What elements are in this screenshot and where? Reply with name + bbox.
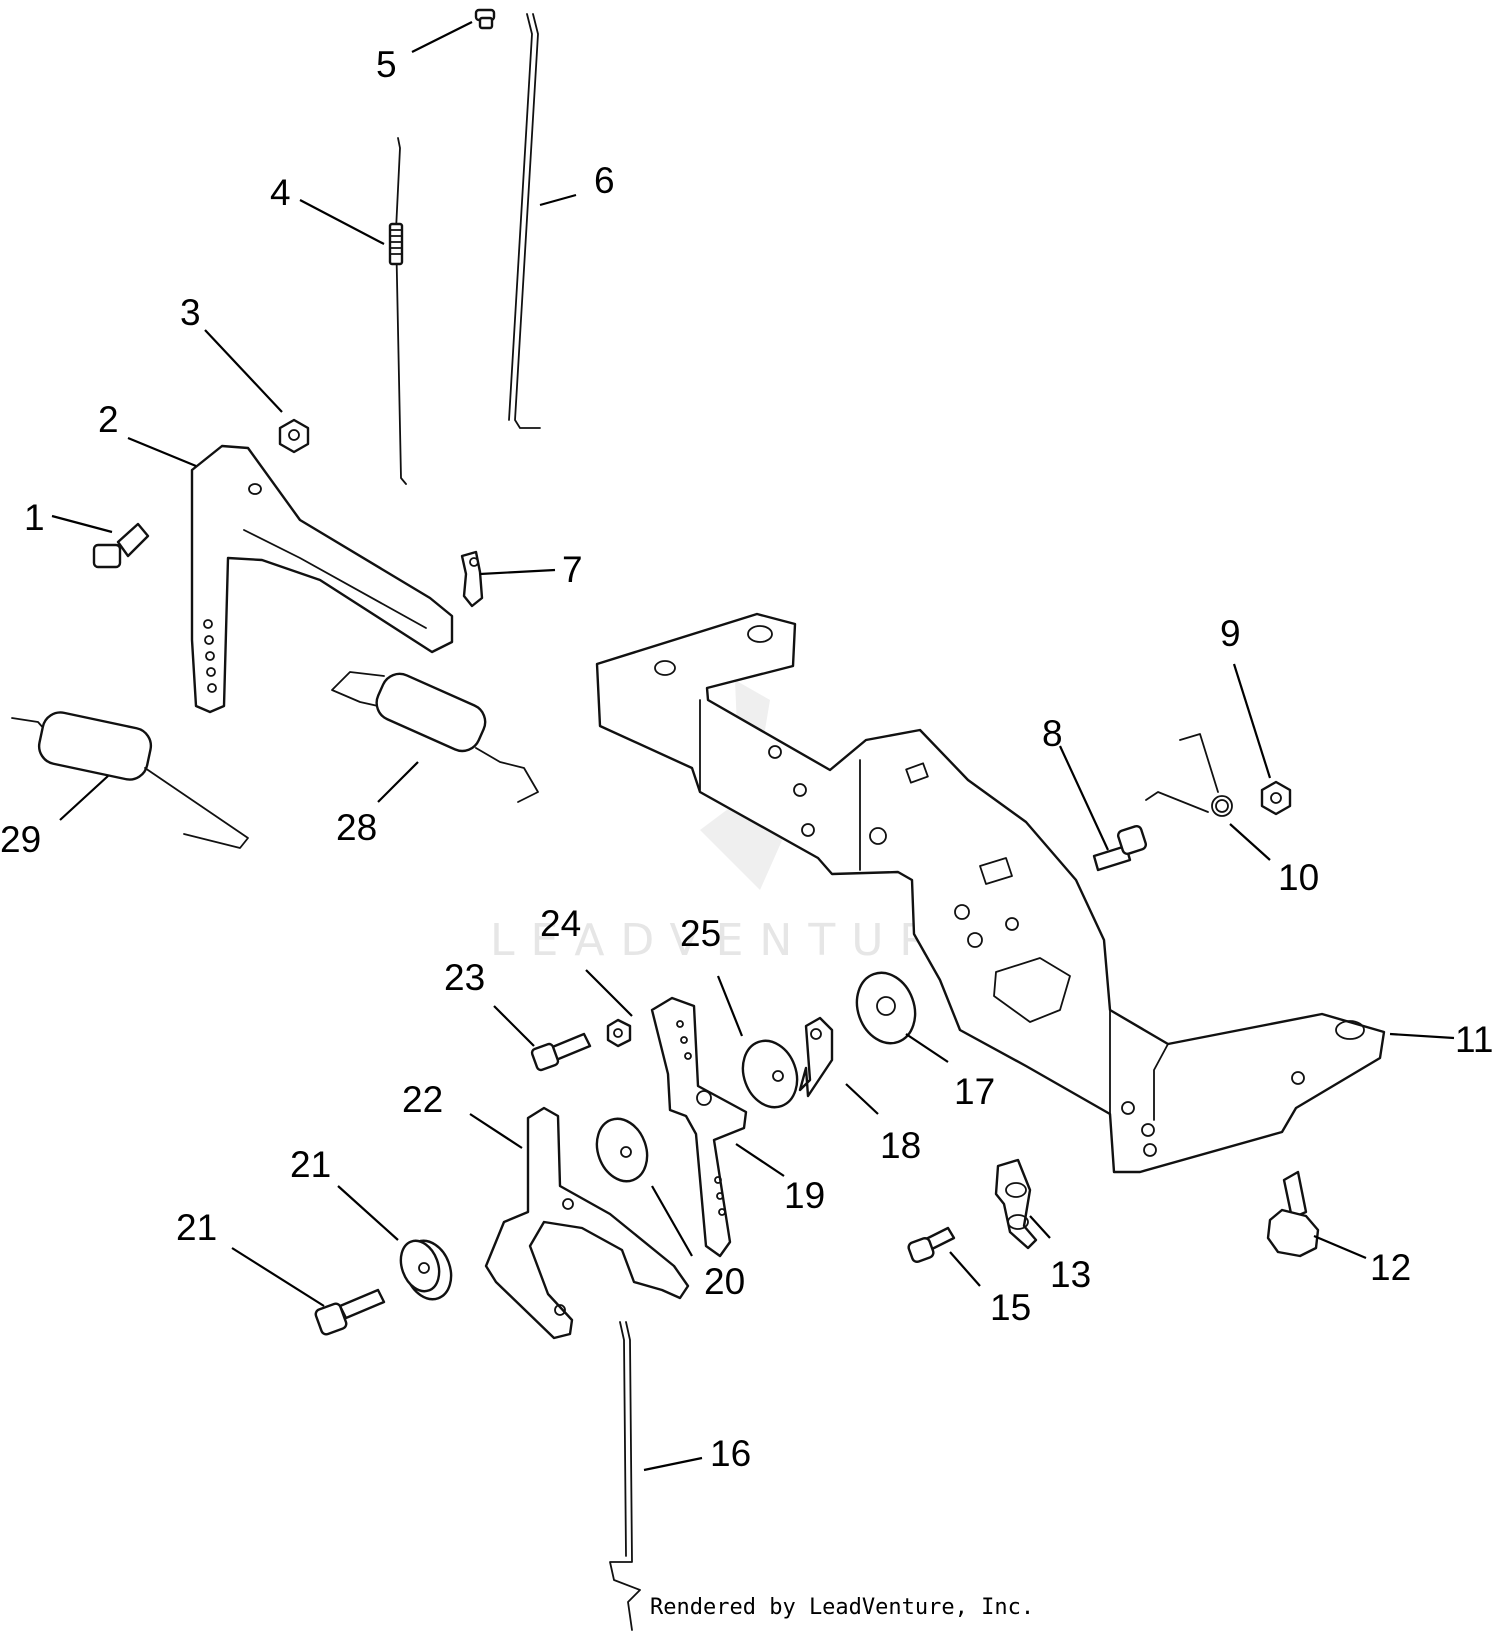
watermark-text: LEADVENTURE [490, 915, 990, 966]
part-1-bolt [92, 522, 150, 569]
part-18-clip [798, 1016, 834, 1098]
callout-19: 19 [784, 1175, 825, 1216]
part-29-spring [11, 711, 249, 849]
part-26-washer [741, 1039, 799, 1109]
part-21-bolt [314, 1288, 386, 1336]
part-25-nut [606, 1018, 632, 1048]
callout-1: 1 [24, 497, 45, 538]
part-15-screw [907, 1226, 956, 1263]
leader-lines [51, 21, 1455, 1472]
callout-17: 17 [954, 1071, 995, 1112]
part-3-nut [278, 418, 310, 454]
callout-9: 9 [1220, 613, 1241, 654]
callout-24: 23 [444, 957, 485, 998]
callout-15: 15 [990, 1287, 1031, 1328]
callout-labels: 5 6 4 3 2 1 7 9 8 29 28 10 24 25 23 11 1… [0, 44, 1493, 1474]
callout-11: 11 [1455, 1019, 1493, 1060]
part-17-washer [855, 971, 917, 1045]
callout-13: 13 [1050, 1254, 1091, 1295]
callout-23: 22 [402, 1079, 443, 1120]
callout-2: 2 [98, 399, 119, 440]
callout-12: 12 [1370, 1247, 1411, 1288]
part-13-clamp [994, 1158, 1038, 1250]
part-16-rod [609, 1321, 641, 1631]
part-10-spring [1145, 733, 1233, 817]
part-12-bolt [1266, 1170, 1320, 1258]
part-2-bracket [190, 444, 454, 714]
part-19-lever [650, 996, 748, 1258]
callout-26: 25 [680, 913, 721, 954]
callout-25: 24 [540, 903, 581, 944]
callout-16: 16 [710, 1433, 751, 1474]
callout-7: 7 [562, 549, 583, 590]
part-8-bolt [1092, 824, 1148, 872]
callout-28: 28 [336, 807, 377, 848]
part-23-bracket [484, 1106, 690, 1340]
part-20-washer [595, 1117, 649, 1183]
callout-22: 21 [290, 1144, 331, 1185]
part-6-rod [508, 13, 541, 429]
callout-29: 29 [0, 819, 41, 860]
callout-18: 18 [880, 1125, 921, 1166]
part-9-nut [1260, 780, 1292, 816]
part-4-rod-spring [388, 137, 407, 485]
callout-8: 8 [1042, 713, 1063, 754]
part-5-cap [474, 8, 496, 30]
part-24-bolt [530, 1032, 592, 1072]
callout-20: 20 [704, 1261, 745, 1302]
part-22-spacer [399, 1239, 453, 1301]
callout-10: 10 [1278, 857, 1319, 898]
callout-6: 6 [594, 160, 615, 201]
part-11-main-bracket [595, 612, 1386, 1174]
callout-4: 4 [270, 172, 291, 213]
render-credit: Rendered by LeadVenture, Inc. [650, 1595, 1034, 1620]
part-28-spring [331, 671, 539, 803]
callout-5: 5 [376, 44, 397, 85]
part-7-clip [460, 550, 484, 608]
callout-21: 21 [176, 1207, 217, 1248]
callout-3: 3 [180, 292, 201, 333]
